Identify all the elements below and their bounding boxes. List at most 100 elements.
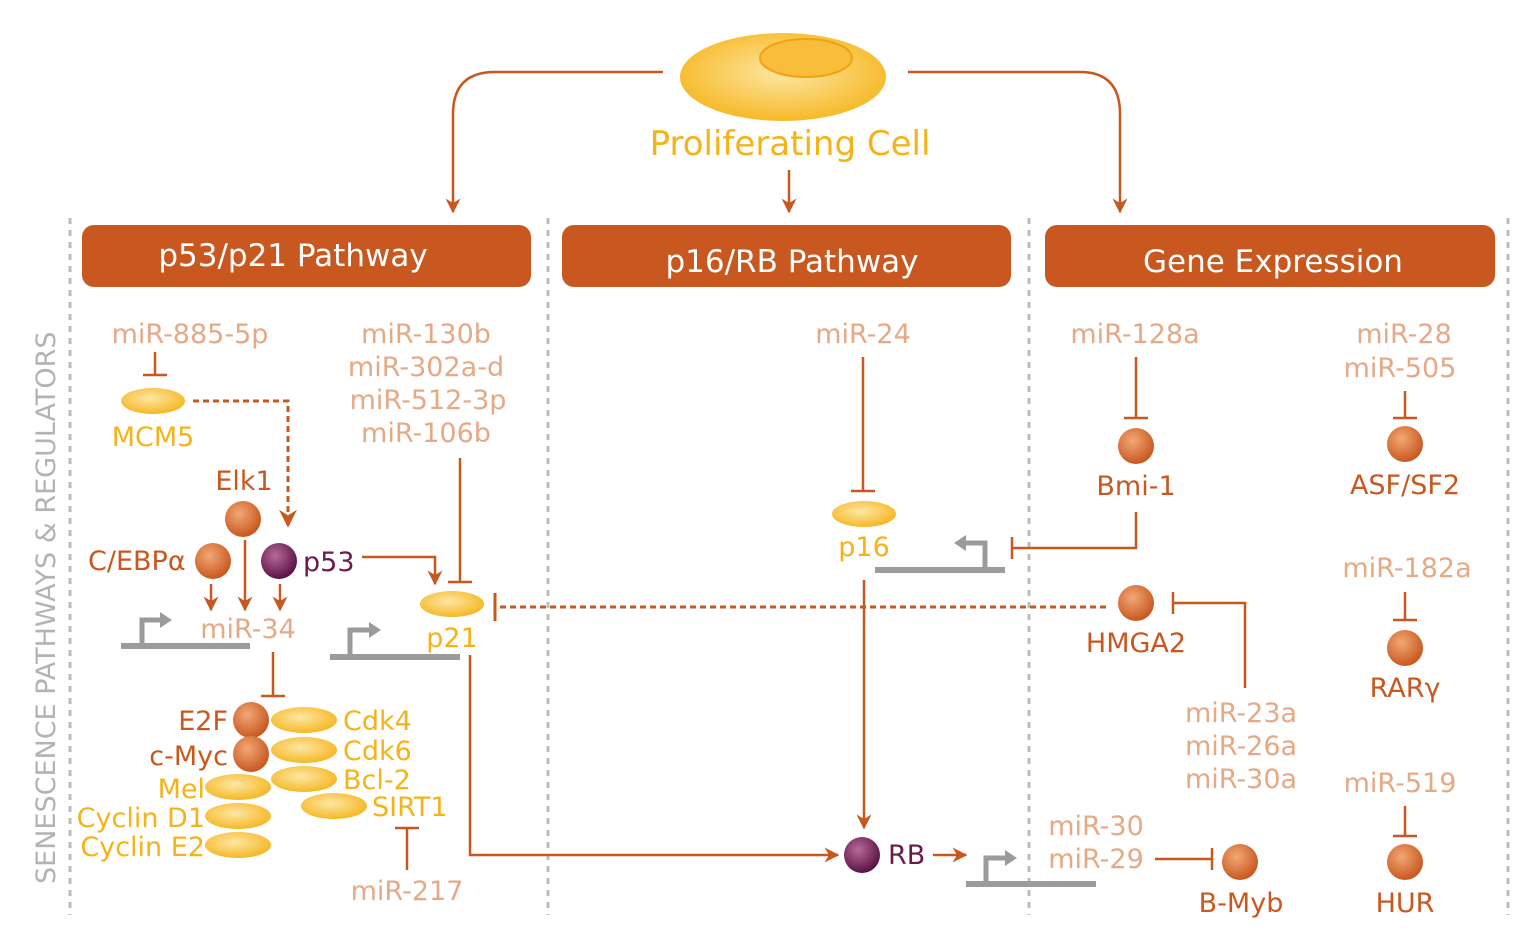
mir-519-label: miR-519: [1344, 768, 1457, 799]
bmi1-inhibit-p16: [1010, 512, 1138, 559]
header-p16-label: p16/RB Pathway: [665, 244, 918, 280]
cdk6-node: [271, 737, 337, 763]
mir-885-label: miR-885-5p: [112, 319, 269, 350]
mir-list-2: miR-302a-d: [348, 352, 504, 383]
cdk6-label: Cdk6: [343, 736, 412, 767]
e2f-node: [233, 702, 269, 738]
mir34-inhibit: [261, 652, 285, 698]
mir-list-3: miR-512-3p: [350, 385, 507, 416]
mir-24-label: miR-24: [815, 319, 911, 350]
cell-nucleus: [759, 38, 853, 78]
pathway-headers: p53/p21 Pathway p16/RB Pathway Gene Expr…: [82, 225, 1495, 287]
rb-label: RB: [888, 840, 925, 871]
asf-label: ASF/SF2: [1350, 470, 1460, 501]
mir217-inhibit: [395, 826, 419, 870]
bmi1-node: [1118, 428, 1154, 464]
mir-182a-label: miR-182a: [1342, 553, 1471, 584]
rarg-node: [1387, 630, 1423, 666]
sirt1-node: [301, 793, 367, 819]
cdk4-node: [271, 707, 337, 733]
bcl2-node: [271, 766, 337, 792]
cell-arrows: [445, 70, 1128, 214]
hur-node: [1387, 844, 1423, 880]
p21-to-rb-arrow: [468, 655, 840, 863]
mir23a-inhibit-hmga2: [1171, 592, 1247, 688]
asf-node: [1387, 426, 1423, 462]
mir-26a-label: miR-26a: [1185, 731, 1297, 762]
p16-label: p16: [838, 532, 890, 563]
bmyb-label: B-Myb: [1199, 888, 1284, 919]
cmyc-label: c-Myc: [149, 741, 228, 772]
arrow-to-gene: [908, 70, 1128, 214]
hmga2-inhibit-p21: [493, 593, 1106, 621]
mcm5-label: MCM5: [112, 422, 195, 453]
p21-label: p21: [426, 623, 478, 654]
side-label: SENESCENCE PATHWAYS & REGULATORS: [31, 331, 62, 884]
cebpa-label: C/EBPα: [88, 546, 186, 577]
mir-list-4: miR-106b: [361, 418, 491, 449]
cyclin-d1-node: [205, 803, 271, 829]
p21-promoter: [330, 622, 460, 660]
mir-505-label: miR-505: [1344, 353, 1457, 384]
mir34-promoter: [121, 612, 250, 649]
header-p53-label: p53/p21 Pathway: [158, 238, 427, 274]
mir28-inhibit: [1393, 391, 1417, 420]
p16-panel: miR-24 p16 RB: [815, 319, 1096, 887]
cebpa-node: [195, 543, 231, 579]
rb-node: [844, 837, 880, 873]
mir128a-inhibit: [1124, 357, 1148, 420]
cdk4-label: Cdk4: [343, 706, 412, 737]
p53-node: [261, 543, 297, 579]
cyclin-d1-label: Cyclin D1: [77, 803, 205, 834]
p53-label: p53: [303, 547, 355, 578]
bmi1-label: Bmi-1: [1096, 471, 1175, 502]
mir-list-inhibit: [448, 458, 472, 584]
rarg-label: RARγ: [1370, 673, 1441, 704]
mir-128a-label: miR-128a: [1070, 319, 1199, 350]
mel-node: [205, 774, 271, 800]
p53-to-p21-arrow: [362, 555, 443, 586]
bcl2-label: Bcl-2: [343, 765, 411, 796]
mir29-inhibit-bmyb: [1155, 848, 1214, 870]
arrow-to-p53: [445, 70, 663, 214]
elk1-label: Elk1: [215, 466, 272, 497]
mir-30-label: miR-30: [1048, 811, 1144, 842]
header-p16-bar: [562, 225, 1011, 287]
mir-30a-label: miR-30a: [1185, 764, 1297, 795]
p16-promoter: [875, 535, 1005, 573]
mir-28-label: miR-28: [1356, 319, 1452, 350]
mir-list-1: miR-130b: [361, 319, 491, 350]
mir519-inhibit: [1393, 806, 1417, 838]
rb-target-promoter: [966, 850, 1096, 887]
cyclin-e2-node: [205, 832, 271, 858]
header-gene-label: Gene Expression: [1143, 244, 1403, 280]
mir-23a-label: miR-23a: [1185, 698, 1297, 729]
mir182a-inhibit: [1393, 592, 1417, 622]
cyclin-e2-label: Cyclin E2: [80, 832, 205, 863]
mir-29-label: miR-29: [1048, 844, 1144, 875]
column-dividers: [68, 218, 1510, 915]
header-gene-bar: [1045, 225, 1495, 287]
sirt1-label: SIRT1: [372, 792, 448, 823]
hmga2-label: HMGA2: [1086, 628, 1186, 659]
p21-node: [420, 591, 484, 617]
p16-node: [832, 501, 896, 527]
mir-217-label: miR-217: [351, 876, 464, 907]
mir-885-inhibit: [143, 352, 167, 377]
mir24-inhibit: [851, 357, 875, 493]
cell-title: Proliferating Cell: [650, 124, 931, 164]
header-p53-bar: [82, 225, 531, 287]
p53-panel: miR-885-5p MCM5 Elk1 C/EBPα p53 miR-34: [77, 319, 840, 907]
mel-label: Mel: [158, 774, 205, 805]
mcm5-node: [121, 388, 185, 414]
mir-34-label: miR-34: [200, 614, 296, 645]
cmyc-node: [233, 736, 269, 772]
gene-panel: miR-128a Bmi-1 miR-28 miR-505 ASF/SF2 HM…: [493, 319, 1472, 919]
to-mir34-arrows: [203, 540, 288, 612]
hur-label: HUR: [1376, 888, 1435, 919]
hmga2-node: [1118, 585, 1154, 621]
proliferating-cell: Proliferating Cell: [650, 33, 931, 164]
mcm5-to-p53-dashed: [193, 399, 297, 528]
